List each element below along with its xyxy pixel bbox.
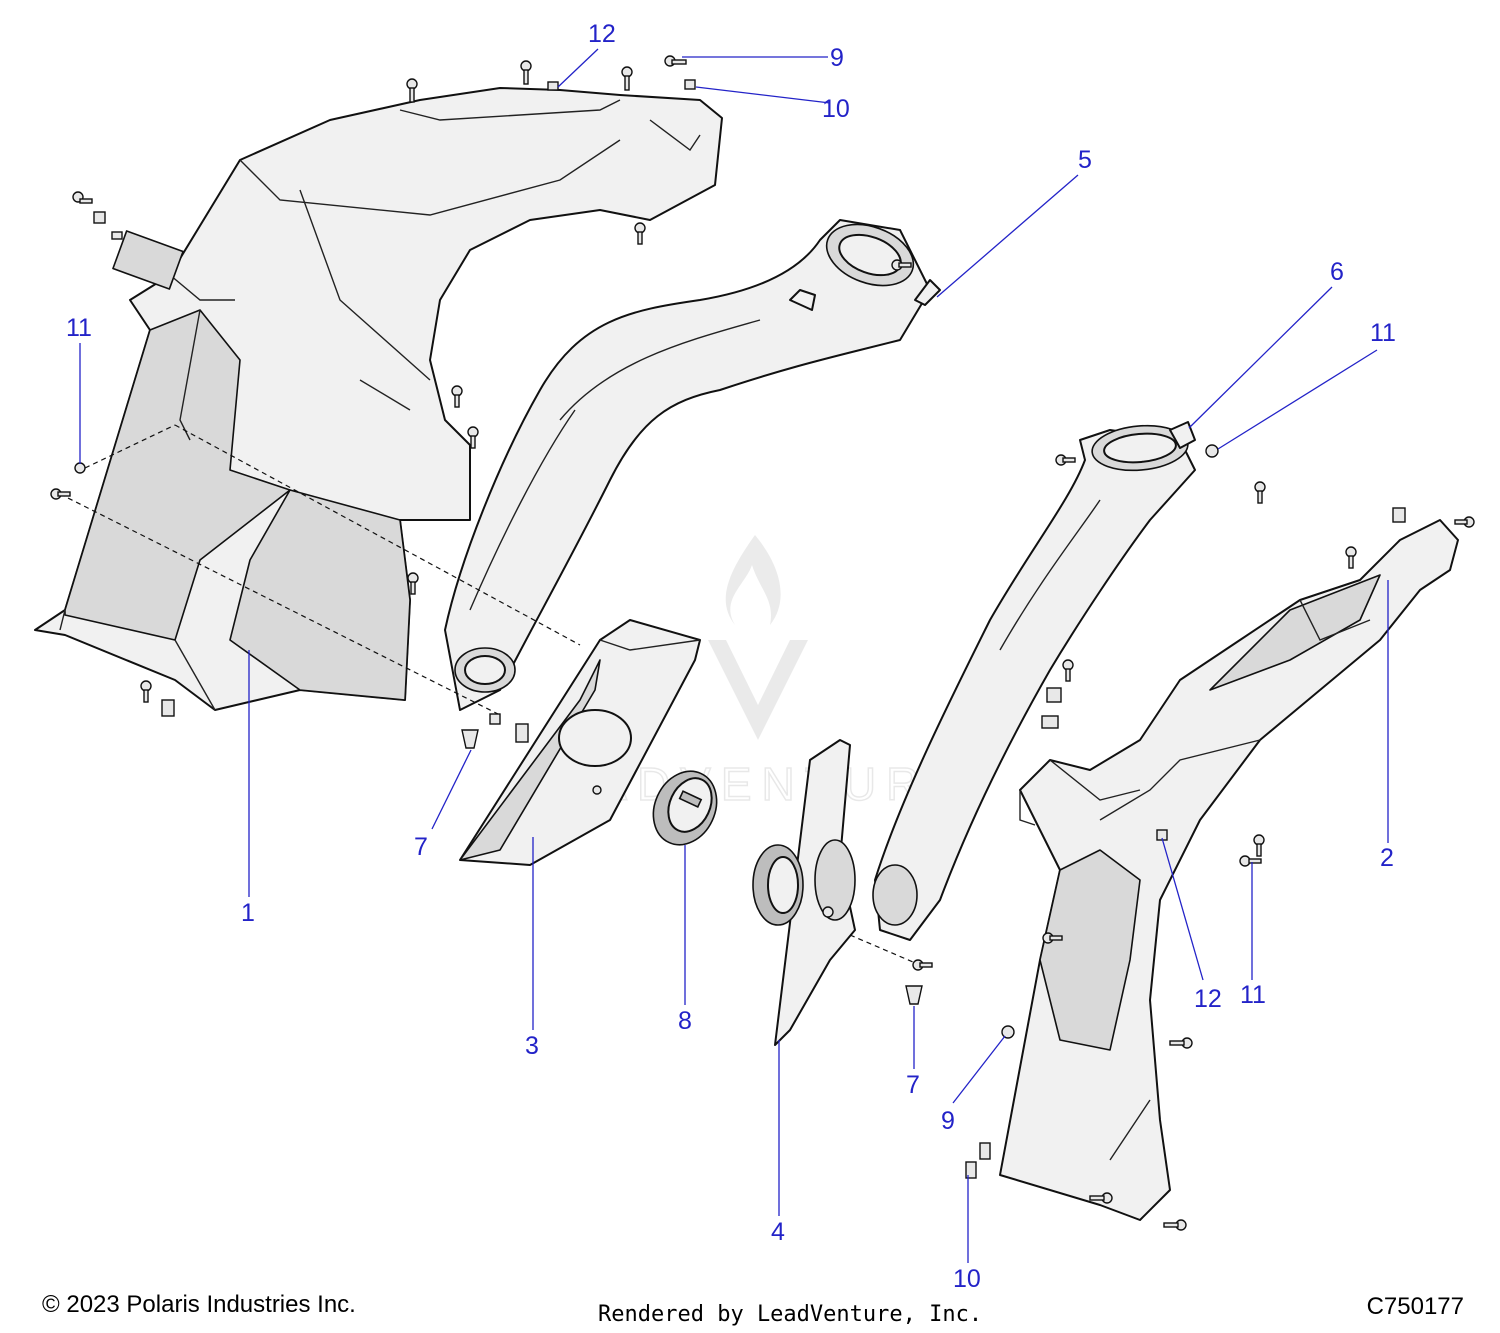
clip-icon xyxy=(111,231,123,240)
callout-7-right: 7 xyxy=(906,1071,920,1099)
callout-12-top: 12 xyxy=(588,20,616,48)
part-2-shroud xyxy=(999,519,1459,1221)
leadventure-flame-logo xyxy=(725,535,781,625)
clip-icon xyxy=(684,79,696,90)
push-rivet-icon xyxy=(905,985,923,1005)
screw-icon xyxy=(50,488,71,500)
clip-icon xyxy=(965,1161,977,1179)
part-6-duct xyxy=(872,421,1196,941)
callout-12-bottom: 12 xyxy=(1194,985,1222,1013)
screw-icon xyxy=(1254,481,1266,504)
leader-lines xyxy=(79,48,1389,1263)
screw-icon xyxy=(1454,516,1475,528)
push-rivet-icon xyxy=(461,729,479,749)
callout-9-bottom: 9 xyxy=(941,1107,955,1135)
screw-icon xyxy=(74,462,86,474)
screw-icon xyxy=(520,60,532,85)
clip-icon xyxy=(979,1142,991,1160)
screw-icon xyxy=(1239,855,1262,867)
screw-icon xyxy=(467,426,479,449)
callout-10-top: 10 xyxy=(822,95,850,123)
fasteners xyxy=(50,55,1475,1231)
callout-labels: 12 9 10 5 6 11 11 2 1 7 3 8 4 7 9 12 11 … xyxy=(66,20,1396,1293)
callout-11-right: 11 xyxy=(1370,319,1396,347)
part-1-shroud xyxy=(34,87,723,711)
part-3-bracket xyxy=(459,619,701,866)
screw-icon xyxy=(406,78,418,103)
callout-7-left: 7 xyxy=(414,833,428,861)
callout-8: 8 xyxy=(678,1007,692,1035)
screw-icon xyxy=(1345,546,1357,569)
callout-6: 6 xyxy=(1330,258,1344,286)
screw-icon xyxy=(621,66,633,91)
screw-icon xyxy=(72,191,93,204)
screw-icon xyxy=(1042,932,1063,944)
callout-11-bottom: 11 xyxy=(1240,981,1266,1009)
callout-9-top: 9 xyxy=(830,44,844,72)
callout-2: 2 xyxy=(1380,844,1394,872)
callout-5: 5 xyxy=(1078,146,1092,174)
callout-10-bottom: 10 xyxy=(953,1265,981,1293)
screw-icon xyxy=(1169,1037,1193,1049)
callout-11-left: 11 xyxy=(66,314,92,342)
callout-3: 3 xyxy=(525,1032,539,1060)
part-8-cap xyxy=(652,770,718,846)
screw-icon xyxy=(1163,1219,1187,1231)
screw-icon xyxy=(1205,444,1219,458)
screw-icon xyxy=(140,680,152,703)
screw-icon xyxy=(912,959,933,971)
clip-icon xyxy=(1041,715,1059,729)
clip-icon xyxy=(161,699,175,717)
screw-icon xyxy=(451,385,463,408)
screw-icon xyxy=(1062,659,1074,682)
clip-icon xyxy=(547,81,559,91)
callout-4: 4 xyxy=(771,1218,785,1246)
clip-icon xyxy=(93,211,106,224)
part-4-panel xyxy=(752,739,856,1046)
screw-icon xyxy=(407,572,419,595)
leadventure-v-logo xyxy=(708,640,808,740)
screw-icon xyxy=(891,259,912,271)
screw-icon xyxy=(664,55,687,67)
clip-icon xyxy=(515,723,529,743)
clip-icon xyxy=(489,713,501,725)
clip-icon xyxy=(1392,507,1406,523)
diagram-id: C750177 xyxy=(1366,1293,1464,1320)
screw-icon xyxy=(634,222,646,245)
part-5-duct xyxy=(444,219,941,711)
clip-icon xyxy=(1046,687,1062,703)
screw-icon xyxy=(1253,834,1265,857)
screw-icon xyxy=(1089,1192,1113,1204)
copyright-text: © 2023 Polaris Industries Inc. xyxy=(42,1291,356,1318)
screw-icon xyxy=(1001,1025,1015,1039)
screw-icon xyxy=(1055,454,1076,466)
rendered-by-text: Rendered by LeadVenture, Inc. xyxy=(598,1302,983,1327)
callout-1: 1 xyxy=(241,899,255,927)
alignment-lines xyxy=(59,424,921,966)
